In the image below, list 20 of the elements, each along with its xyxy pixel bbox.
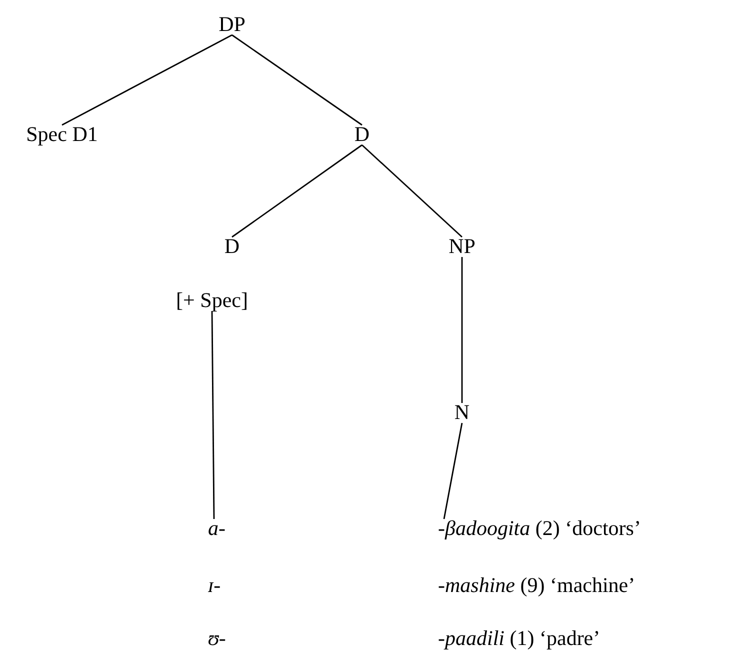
tree-node-label: Spec D1 (26, 122, 98, 146)
tree-node-label: [+ Spec] (176, 288, 248, 312)
tree-branch (232, 144, 362, 238)
tree-branch (62, 34, 232, 126)
tree-node-label: DP (218, 12, 246, 36)
morpheme-text: -mashine (9) ‘machine’ (438, 573, 636, 598)
tree-branch (362, 144, 462, 238)
tree-branch (232, 34, 362, 126)
tree-node-label: NP (448, 234, 476, 258)
tree-node-label: D (354, 122, 370, 146)
tree-node-label: D (224, 234, 240, 258)
morpheme-text: a- (208, 516, 226, 540)
morpheme-text: -paadili (1) ‘padre’ (438, 626, 600, 650)
morpheme-text: ʊ- (208, 626, 226, 650)
tree-branch (211, 311, 215, 519)
morpheme-text: -βadoogita (2) ‘doctors’ (438, 516, 641, 540)
tree-branch (443, 422, 463, 520)
tree-node-label: N (454, 400, 470, 424)
tree-branch (461, 257, 463, 403)
morpheme-text: ɪ- (208, 573, 221, 598)
